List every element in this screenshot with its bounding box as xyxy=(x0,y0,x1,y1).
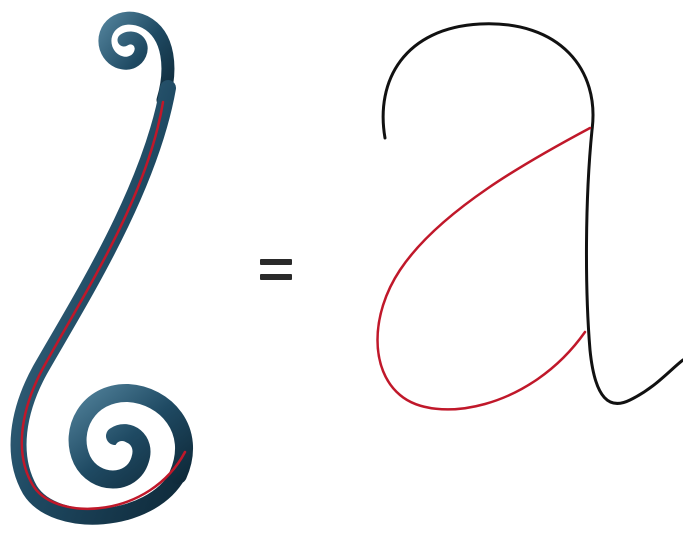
letter-a-black-stroke xyxy=(383,24,683,404)
scroll-red-guide xyxy=(22,102,185,509)
scroll-bottom-eye xyxy=(115,441,129,455)
scroll-top-curl xyxy=(105,18,168,100)
scroll-body xyxy=(19,88,178,517)
equals-bar-top xyxy=(260,259,292,265)
equals-sign xyxy=(260,259,292,280)
scroll-figure xyxy=(19,18,185,517)
letter-a-figure xyxy=(378,24,683,410)
equals-bar-bottom xyxy=(260,274,292,280)
letter-a-red-bowl xyxy=(378,128,591,409)
scroll-bottom-curl xyxy=(78,393,184,480)
